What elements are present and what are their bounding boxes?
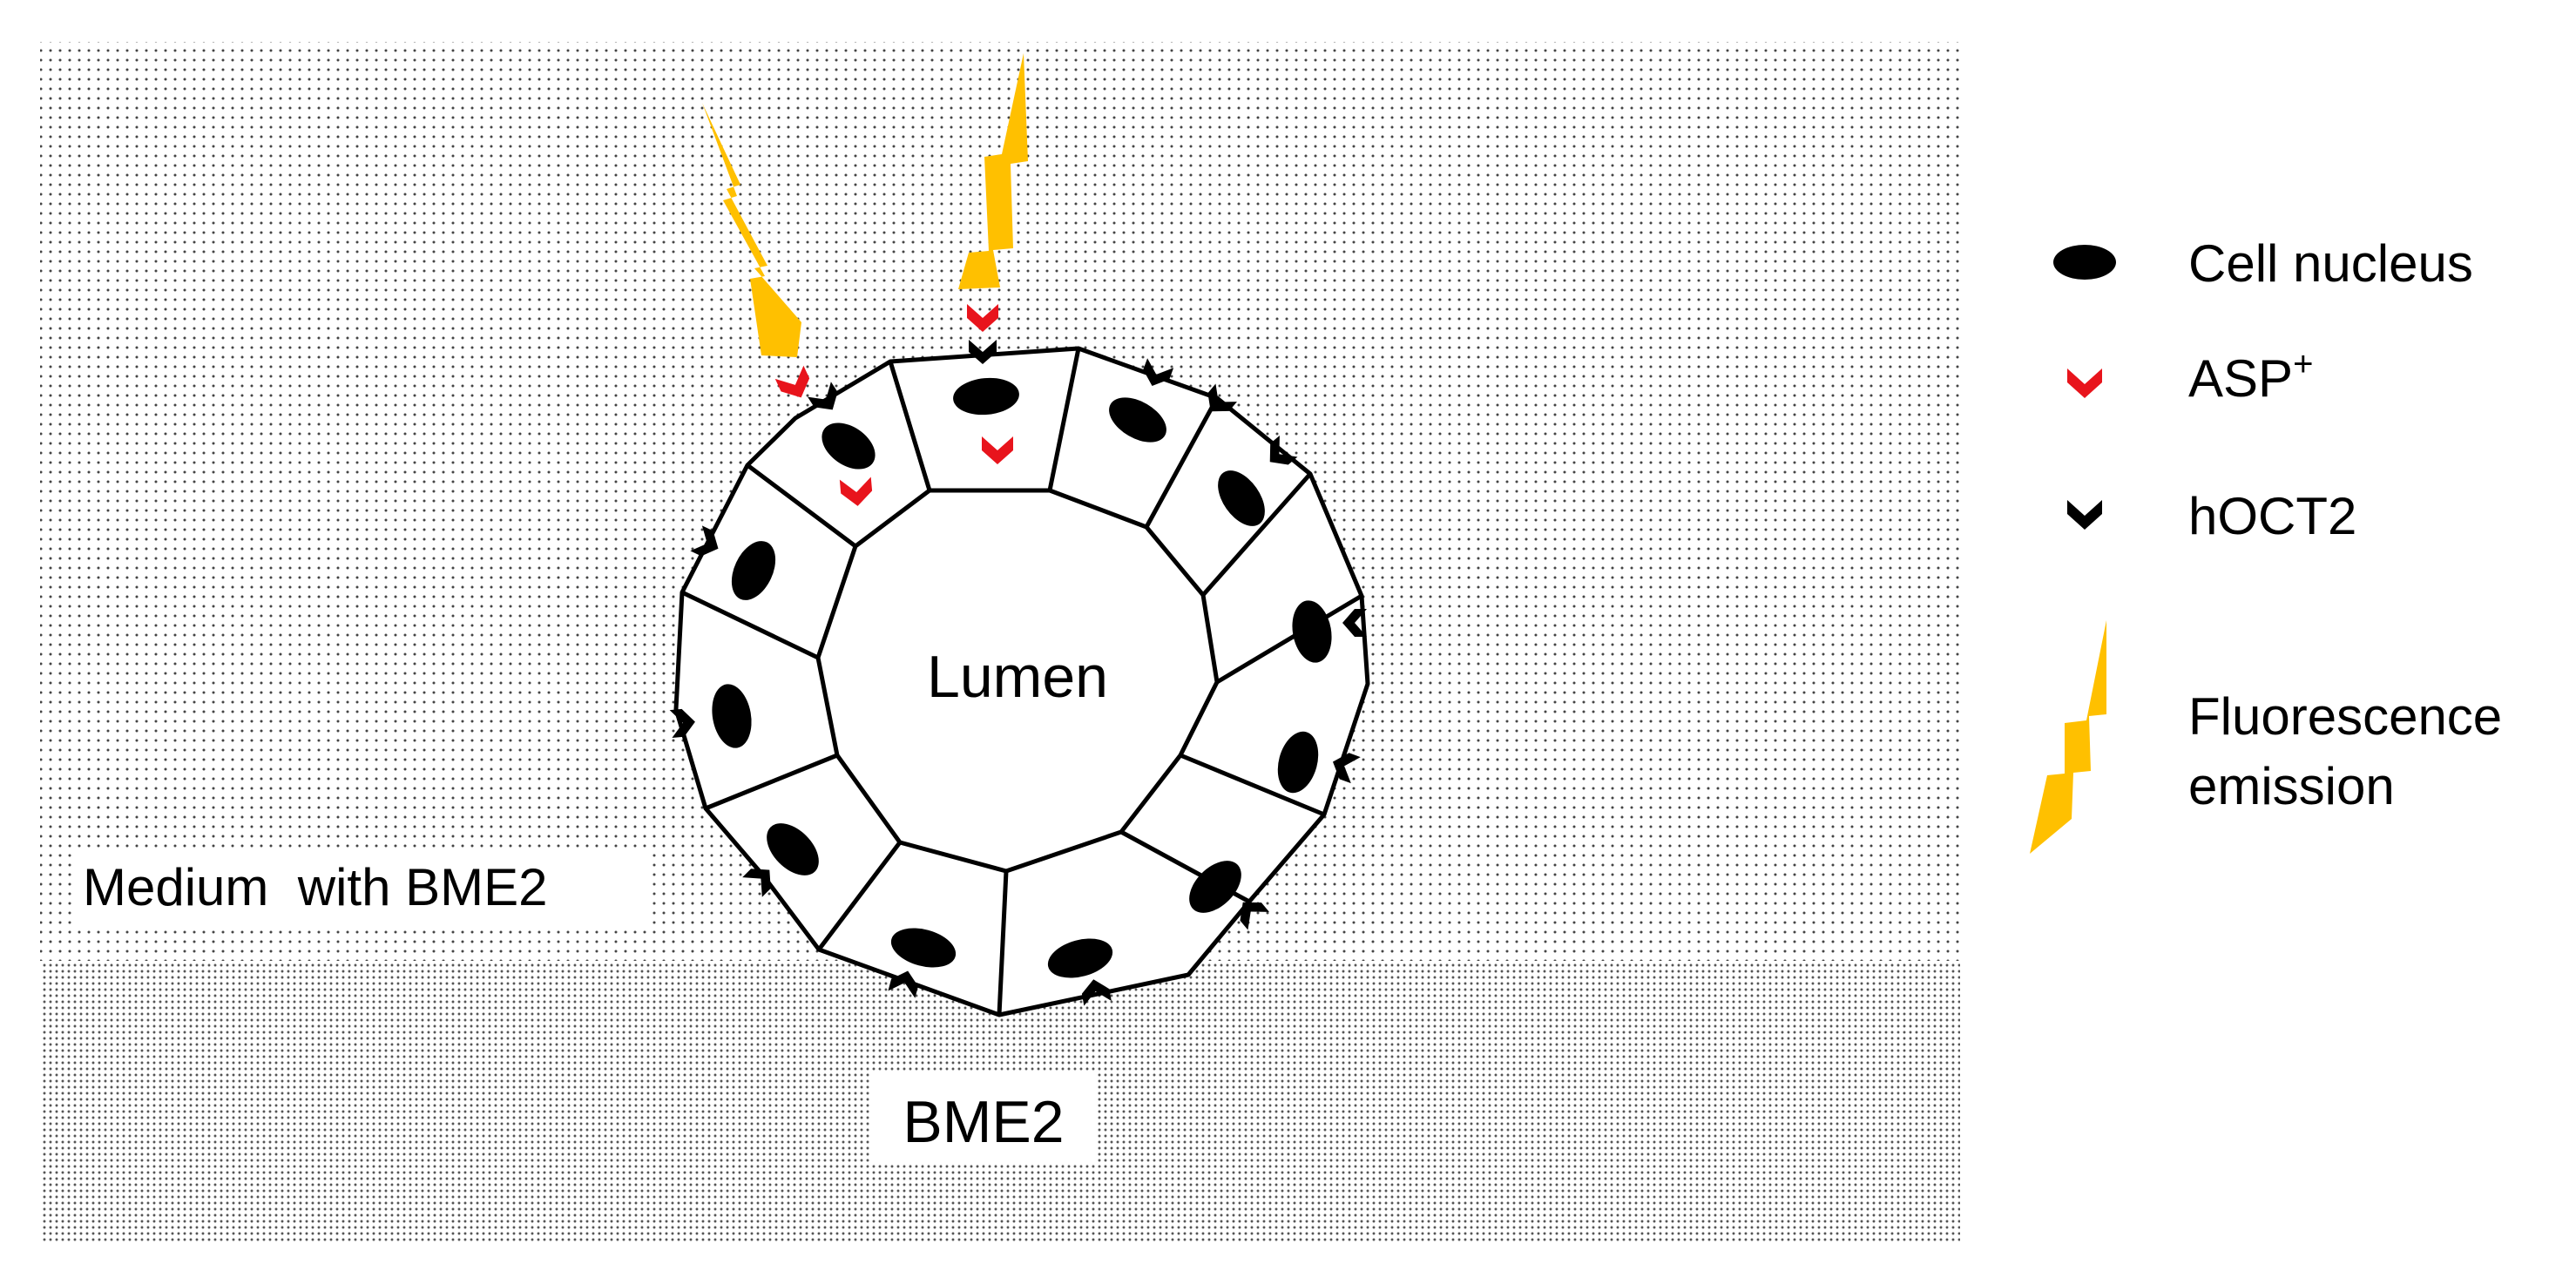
cell-nucleus	[1218, 470, 1265, 526]
cell-nucleus	[1292, 600, 1332, 663]
cell-nucleus	[1189, 861, 1241, 913]
legend-hoct2-icon	[2067, 500, 2102, 530]
medium-label-bg	[71, 852, 646, 929]
hoct2-transporter	[742, 869, 771, 897]
hoct2-transporter	[969, 340, 997, 364]
hoct2-transporter	[690, 525, 719, 557]
legend-asp-base: ASP	[2188, 349, 2293, 408]
hoct2-transporter	[1240, 902, 1269, 930]
cell-nucleus	[953, 377, 1019, 416]
cell-nucleus	[767, 823, 819, 875]
hoct2-transporter	[1143, 358, 1174, 387]
legend-nucleus-icon	[2053, 245, 2116, 280]
cell-nucleus	[1109, 397, 1166, 443]
cell-nucleus	[1047, 938, 1113, 978]
asp-molecule	[774, 365, 810, 398]
fluorescence-emissions	[702, 53, 1028, 357]
legend-hoct2-label: hOCT2	[2188, 487, 2356, 545]
fluorescence-bolt	[958, 53, 1028, 289]
cell-nucleus	[731, 541, 776, 600]
legend-asp-superscript: +	[2293, 345, 2313, 383]
legend-asp-icon	[2067, 368, 2102, 398]
hoct2-transporter	[1207, 383, 1237, 412]
medium-label: Medium with BME2	[83, 858, 548, 916]
hoct2-transporter	[1081, 979, 1112, 1006]
cell-nucleus	[821, 422, 876, 470]
cell-nucleus	[890, 928, 957, 968]
asp-molecule	[967, 304, 998, 332]
asp-molecule	[982, 436, 1013, 464]
legend-fluorescence-icon	[2030, 620, 2106, 854]
legend-asp-label: ASP+	[2188, 345, 2313, 408]
hoct2-transporter	[1332, 753, 1361, 784]
bme2-label: BME2	[903, 1089, 1064, 1155]
hoct2-transporter	[808, 382, 838, 410]
cell-nucleus	[712, 684, 752, 748]
lumen-label: Lumen	[927, 644, 1108, 710]
cell-nuclei	[712, 377, 1332, 978]
legend-fluorescence-label-line2: emission	[2188, 757, 2395, 815]
hoct2-transporter	[888, 970, 918, 998]
hoct2-transporters	[669, 340, 1367, 1006]
legend-fluorescence-label-line1: Fluorescence	[2188, 687, 2502, 746]
hoct2-transporter	[1342, 609, 1367, 637]
legend-nucleus-label: Cell nucleus	[2188, 234, 2473, 293]
cell-nucleus	[1277, 731, 1319, 794]
hoct2-transporter	[1269, 436, 1298, 465]
bme2-label-bg	[871, 1073, 1096, 1165]
asp-molecule	[839, 477, 873, 506]
hoct2-transporter	[669, 708, 695, 738]
legend: Cell nucleus ASP+ hOCT2 Fluorescence emi…	[2030, 234, 2502, 854]
asp-molecules	[774, 304, 1013, 506]
fluorescence-bolt	[702, 103, 801, 357]
